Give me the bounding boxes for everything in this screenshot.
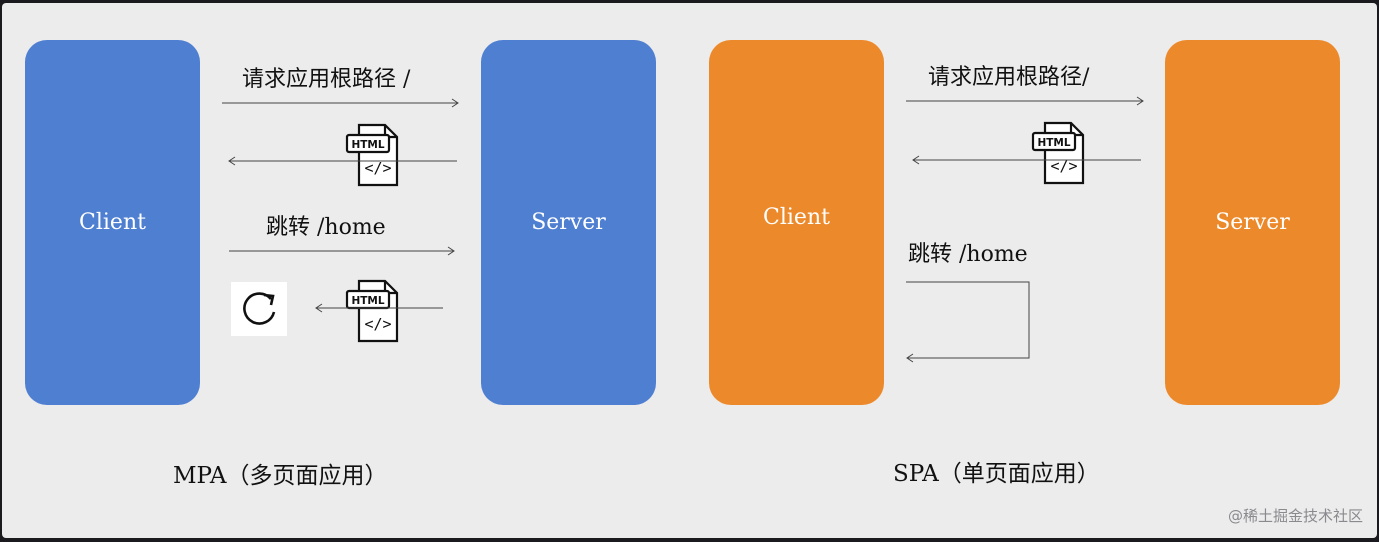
spa-client-label: Client (763, 205, 830, 230)
diagram-canvas: Client Server 请求应用根路径 / 跳转 /home MPA（多页面… (2, 3, 1377, 538)
mpa-server-box: Server (481, 40, 656, 405)
html-file-icon: HTML </> (1031, 121, 1085, 185)
reload-icon-graphic (243, 292, 276, 325)
spa-caption: SPA（单页面应用） (893, 461, 1100, 487)
html-file-icon-code: </> (364, 159, 391, 177)
source-credit: @稀土掘金技术社区 (1227, 507, 1363, 525)
mpa-client-label: Client (79, 210, 146, 235)
spa-jump-label: 跳转 /home (908, 242, 1028, 267)
html-file-icon-text: HTML (351, 295, 384, 307)
html-file-icon-code: </> (364, 315, 391, 333)
mpa-request-root-label: 请求应用根路径 / (242, 67, 411, 92)
html-file-icon-text: HTML (1037, 137, 1070, 149)
spa-request-root-label: 请求应用根路径/ (928, 65, 1090, 90)
spa-local-route-arrow (906, 281, 1030, 359)
html-file-icon-text: HTML (351, 139, 384, 151)
mpa-caption: MPA（多页面应用） (173, 463, 388, 489)
reload-icon (231, 282, 287, 336)
html-file-icon-code: </> (1050, 157, 1077, 175)
html-file-icon: HTML </> (345, 123, 399, 187)
html-file-icon: HTML </> (345, 279, 399, 343)
mpa-jump-label: 跳转 /home (266, 215, 386, 240)
mpa-server-label: Server (531, 210, 606, 235)
spa-client-box: Client (709, 40, 884, 405)
spa-server-box: Server (1165, 40, 1340, 405)
mpa-client-box: Client (25, 40, 200, 405)
spa-server-label: Server (1215, 210, 1290, 235)
arrow-layer (222, 96, 1144, 363)
